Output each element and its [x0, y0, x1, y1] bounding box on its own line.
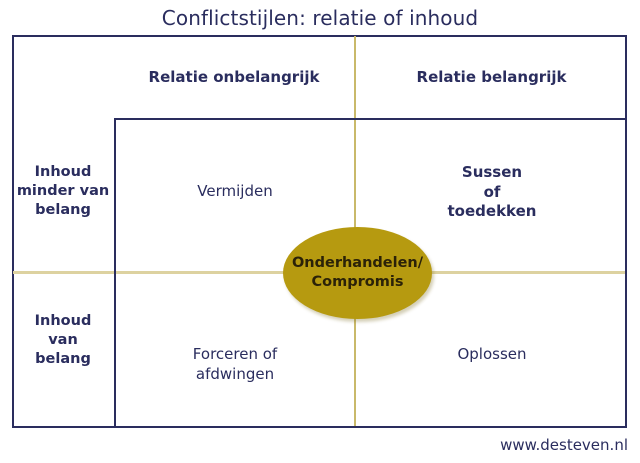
quadrant-label-oplossen: Oplossen [457, 345, 527, 363]
column-header-relatie-belangrijk: Relatie belangrijk [416, 68, 567, 86]
center-ellipse-label: Onderhandelen/Compromis [291, 255, 424, 290]
footer-website: www.desteven.nl [500, 436, 628, 454]
quadrant-label-vermijden: Vermijden [197, 182, 273, 200]
center-ellipse: Onderhandelen/Compromis [283, 227, 432, 319]
inner-quadrant-frame [114, 118, 627, 428]
column-header-relatie-onbelangrijk: Relatie onbelangrijk [148, 68, 320, 86]
page-title: Conflictstijlen: relatie of inhoud [161, 6, 479, 30]
